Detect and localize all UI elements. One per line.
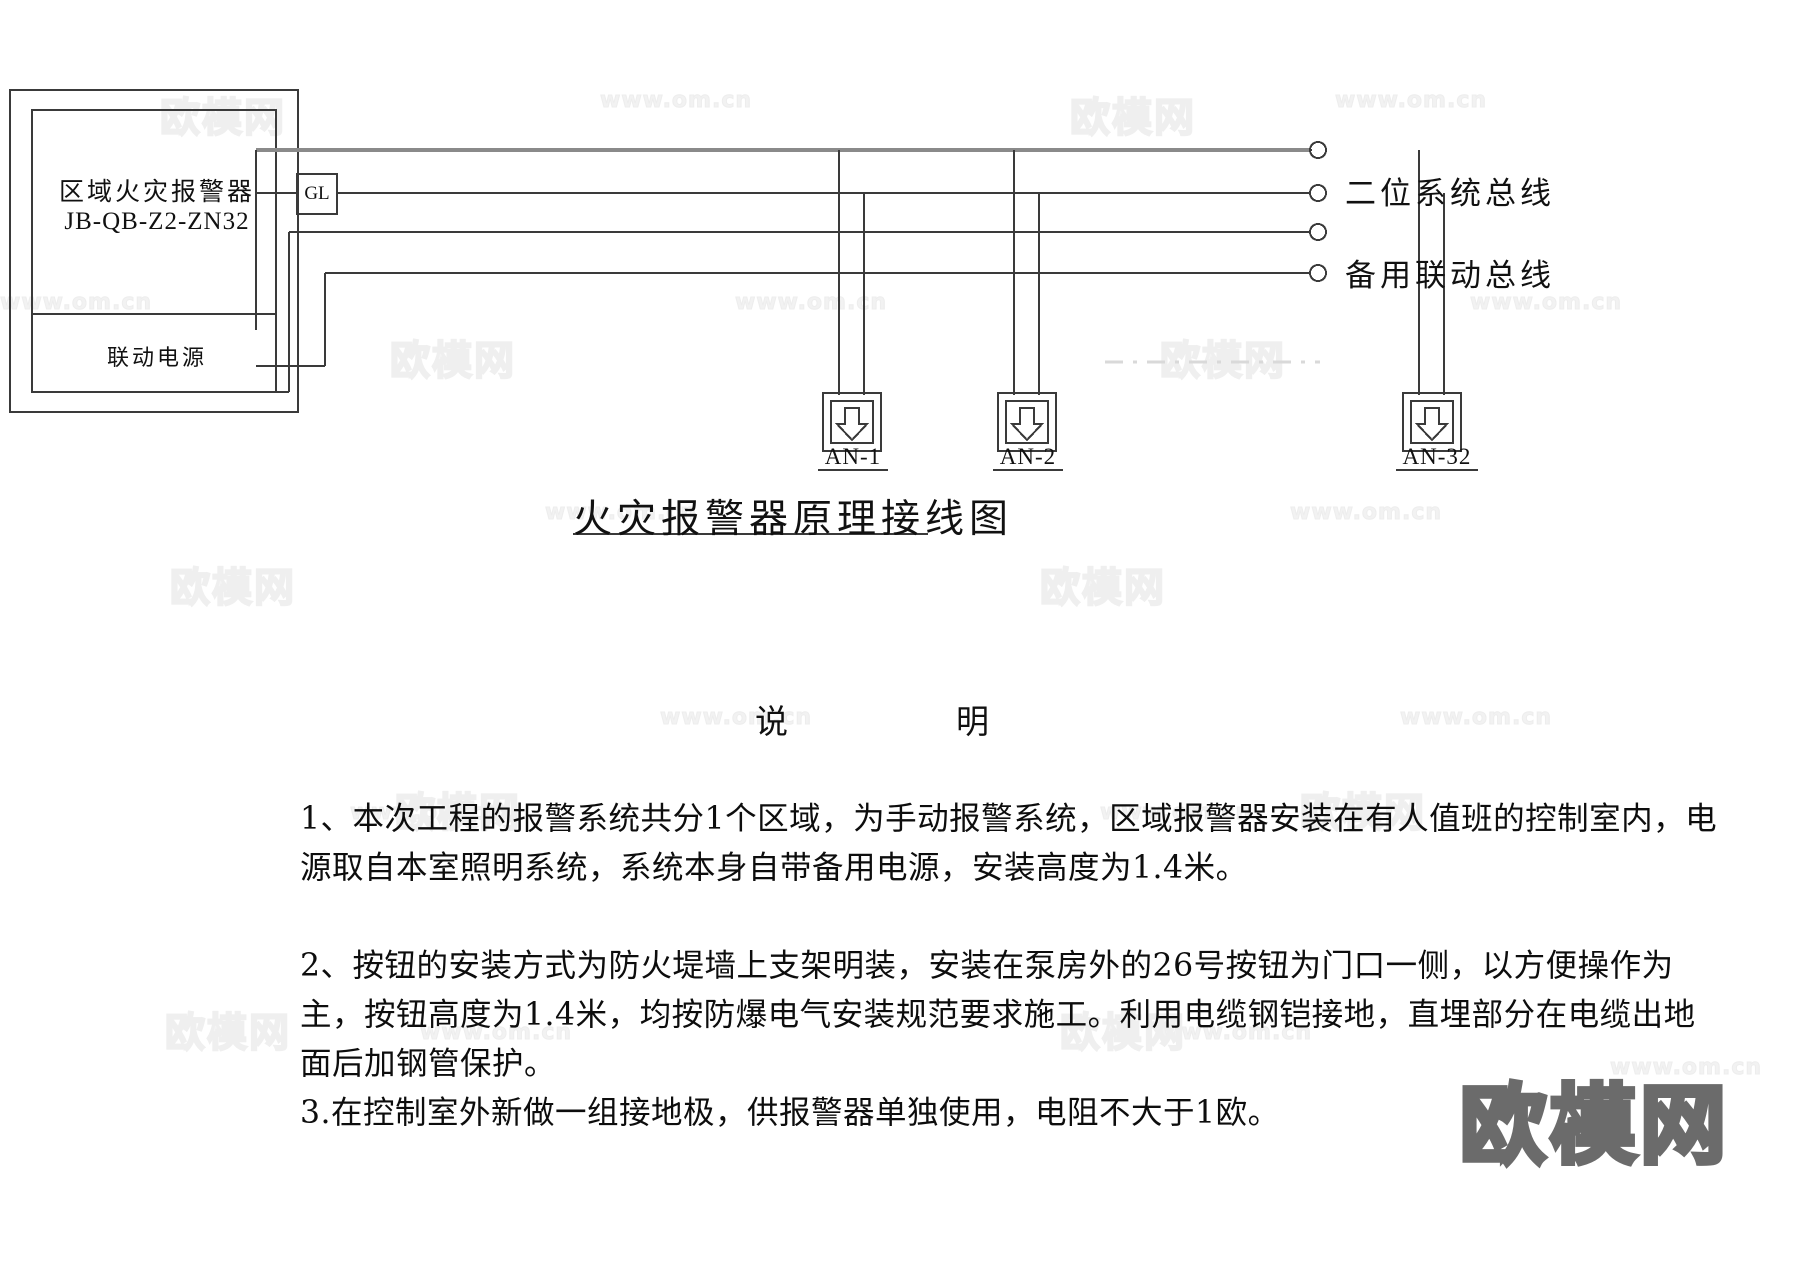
terminal-circle-3: [1309, 223, 1327, 241]
terminal-circle-1: [1309, 141, 1327, 159]
an-32-tag: AN-32: [1402, 444, 1472, 469]
panel-power-unit: 联动电源: [106, 346, 207, 371]
gl-box-label: GL: [304, 183, 330, 204]
cabinet-outer-box: [9, 89, 299, 413]
cabinet-inner-box: [31, 109, 277, 393]
terminal-circle-2: [1309, 184, 1327, 202]
manual-call-point-an-1: [822, 392, 882, 452]
notes-heading: 说 明: [755, 702, 1023, 741]
manual-call-point-an-2: [997, 392, 1057, 452]
note-item-2: 2、按钮的安装方式为防火堤墙上支架明装，安装在泵房外的26号按钮为门口一侧，以方…: [300, 948, 1696, 1082]
gl-box: [296, 173, 338, 215]
panel-model: JB-QB-Z2-ZN32: [64, 208, 250, 235]
panel-title: 区域火灾报警器: [58, 177, 255, 206]
bus-label-system: 二位系统总线: [1345, 176, 1555, 212]
note-item-1: 1、本次工程的报警系统共分1个区域，为手动报警系统，区域报警器安装在有人值班的控…: [300, 801, 1718, 886]
an-1-tag: AN-1: [824, 444, 882, 469]
bus-label-standby: 备用联动总线: [1345, 258, 1555, 294]
terminal-circle-4: [1309, 264, 1327, 282]
note-item-3: 3.在控制室外新做一组接地极，供报警器单独使用，电阻不大于1欧。: [300, 1095, 1280, 1131]
figure-title: 火灾报警器原理接线图: [573, 497, 1014, 542]
manual-call-point-an-32: [1402, 392, 1462, 452]
an-2-tag: AN-2: [999, 444, 1057, 469]
